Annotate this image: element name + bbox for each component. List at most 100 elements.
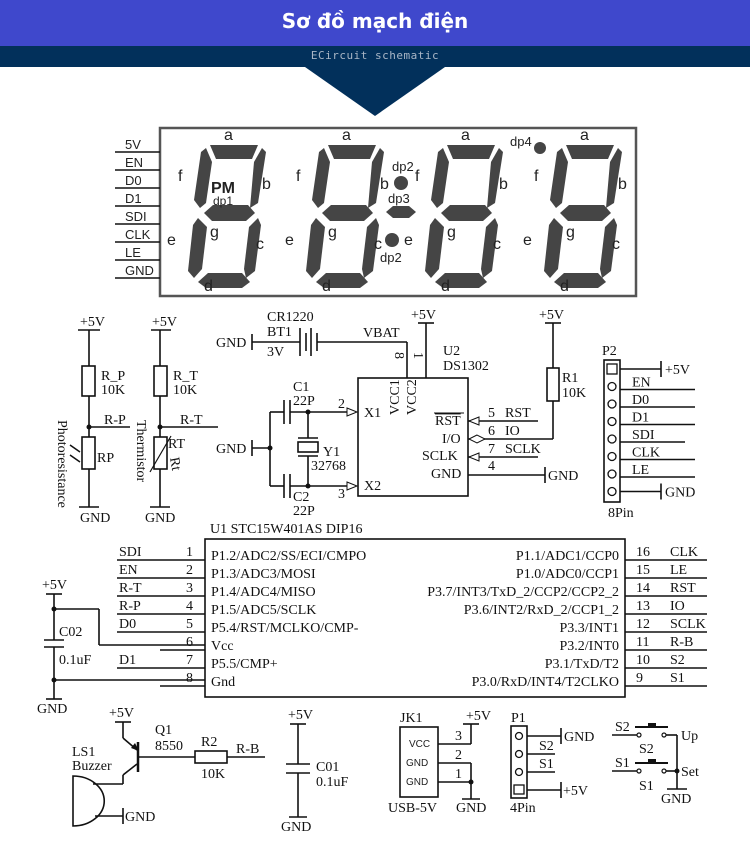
segment-b: [606, 148, 622, 208]
segment-a: [447, 145, 495, 159]
mcu-body: [204, 538, 626, 698]
r-t-value: 10K: [173, 383, 197, 398]
c2-value: 22P: [293, 504, 315, 519]
battery-ref: BT1: [267, 325, 292, 340]
buzzer-icon: [72, 775, 106, 827]
resistor-r1: [546, 367, 560, 402]
segment-label-a: a: [461, 127, 470, 144]
usb-pin-vcc: VCC: [409, 739, 430, 750]
push-buttons: S2 Up S2 S1 Set S1 GND: [612, 720, 699, 807]
dp1-label: dp1: [213, 194, 233, 208]
down-arrow-icon: [305, 67, 445, 116]
mcu-right-pin-num: 9: [636, 671, 643, 686]
pin-1: 1: [410, 352, 425, 359]
segment-label-g: g: [566, 224, 575, 241]
battery-voltage: 3V: [267, 345, 284, 360]
r-t-net: R-T: [180, 413, 203, 428]
mcu-right-pin-num: 10: [636, 653, 650, 668]
rst-pin: RST: [435, 414, 461, 429]
s1-func: Set: [681, 765, 699, 780]
usb-body: [399, 726, 439, 798]
segment-label-d: d: [560, 278, 569, 295]
mcu-left-net: R-P: [119, 599, 141, 614]
mcu-left-pin-func: Gnd: [211, 675, 235, 690]
segment-f: [312, 148, 330, 208]
s1-net: S1: [615, 756, 630, 771]
display-pin-label: CLK: [125, 227, 151, 242]
display-pin-label: 5V: [125, 137, 141, 152]
ls1-ref: LS1: [72, 745, 95, 760]
io-pin: I/O: [442, 432, 461, 447]
ls1-name: Buzzer: [72, 759, 112, 774]
gnd-label: GND: [80, 511, 110, 526]
dp2-lower-label: dp2: [380, 250, 402, 265]
mcu-right-pin-num: 13: [636, 599, 650, 614]
segment-label-d: d: [204, 278, 213, 295]
usb-pin-gnd: GND: [406, 777, 428, 788]
u2-ref: U2: [443, 344, 460, 359]
mcu-left-net: D1: [119, 653, 136, 668]
vcc-label: +5V: [466, 709, 491, 724]
mcu-right-net: R-B: [670, 635, 693, 650]
rtc-circuit: GND CR1220 BT1 3V VBAT +5V 8 1 U2 DS1302…: [216, 308, 586, 519]
r-p-value: 10K: [101, 383, 125, 398]
display-pin-label: EN: [125, 155, 143, 170]
segment-label-e: e: [523, 232, 532, 249]
mcu-left-pin-num: 8: [186, 671, 193, 686]
mcu-left-pin-func: P5.5/CMP+: [211, 657, 278, 672]
segment-label-b: b: [380, 176, 389, 193]
light-arrows-icon: [69, 444, 81, 463]
mcu-left-pin-num: 6: [186, 635, 193, 650]
segment-e: [425, 218, 444, 278]
p2-net: CLK: [632, 446, 660, 461]
mcu-right-pin-num: 11: [636, 635, 649, 650]
x1-pin: X1: [364, 406, 381, 421]
mcu-right-net: RST: [670, 581, 696, 596]
segment-b: [487, 148, 503, 208]
segment-e: [188, 218, 207, 278]
s1-ref: S1: [639, 779, 654, 794]
photoresistor-ref: RP: [97, 451, 114, 466]
mcu-left-pin-num: 2: [186, 563, 193, 578]
mcu-left-pin-func: P1.4/ADC4/MISO: [211, 585, 316, 600]
display-pin-label: SDI: [125, 209, 147, 224]
segment-label-d: d: [441, 278, 450, 295]
r1-value: 10K: [562, 386, 586, 401]
mcu-left-net: SDI: [119, 545, 142, 560]
segment-f: [550, 148, 568, 208]
p2-ref: P2: [602, 344, 617, 359]
mcu-right-net: LE: [670, 563, 687, 578]
dp3-label: dp3: [388, 191, 410, 206]
usb-num: 2: [455, 748, 462, 763]
pin-5: 5: [488, 406, 495, 421]
mcu-right-net: SCLK: [670, 617, 706, 632]
r2-value: 10K: [201, 767, 225, 782]
pin-4: 4: [488, 459, 495, 474]
mcu-right-pin-num: 15: [636, 563, 650, 578]
segment-a: [210, 145, 258, 159]
mcu-right-pin-num: 14: [636, 581, 650, 596]
gnd-pin: GND: [431, 467, 461, 482]
q1-ref: Q1: [155, 723, 172, 738]
page-title: Sơ đồ mạch điện: [281, 9, 469, 33]
mcu-right-net: IO: [670, 599, 685, 614]
gnd-label: GND: [456, 801, 486, 816]
dp4-dot: [534, 142, 546, 154]
mcu-left-net: EN: [119, 563, 138, 578]
segment-label-c: c: [256, 236, 264, 253]
segment-label-c: c: [374, 236, 382, 253]
pin-8: 8: [391, 352, 406, 359]
pin-6: 6: [488, 424, 495, 439]
mcu-right-pin-num: 12: [636, 617, 650, 632]
dp4-label: dp4: [510, 134, 532, 149]
vcc-label: +5V: [42, 578, 67, 593]
p2-net: SDI: [632, 428, 655, 443]
buzzer-circuit: +5V GND Q1 8550 LS1 Buzzer R2 10K R-B: [72, 706, 265, 827]
thermistor-ref: RT: [168, 437, 185, 452]
segment-d: [435, 273, 487, 288]
usb-num: 3: [455, 729, 462, 744]
